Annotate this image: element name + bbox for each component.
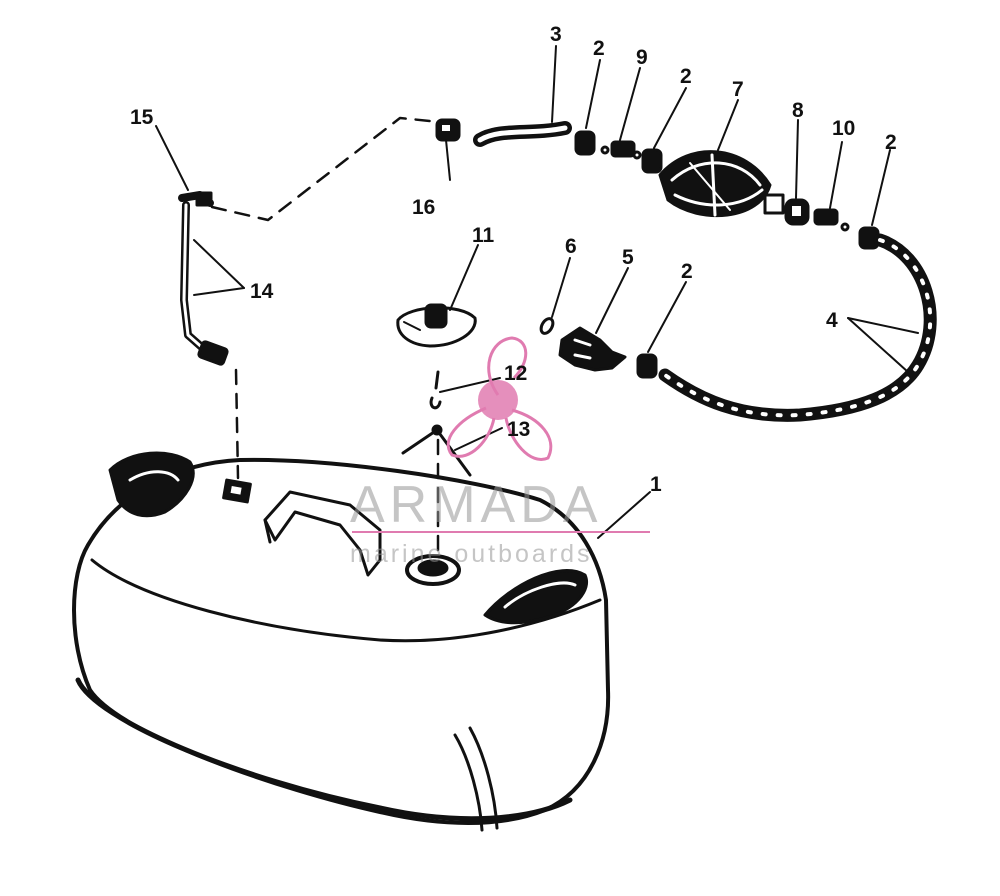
callout-2-a: 2 [593,37,605,60]
callout-11: 11 [472,224,495,247]
callout-14: 14 [250,280,274,303]
callout-7: 7 [732,78,744,101]
hose-3 [473,121,572,147]
callout-2-d: 2 [681,260,693,283]
leader-lines [155,45,919,539]
callout-16: 16 [412,196,435,219]
callout-10: 10 [832,117,855,140]
o-ring [539,317,555,335]
fitting-16 [435,118,461,142]
pickup-tube [178,191,229,366]
callout-6: 6 [565,235,577,258]
callout-4: 4 [826,309,838,332]
fuel-tank [72,451,611,832]
connector-9 [600,140,642,160]
callouts: 3 2 9 2 7 8 10 2 4 11 6 5 2 15 14 16 12 … [130,23,897,496]
clip-12 [429,370,442,410]
callout-12: 12 [504,362,527,385]
clamps-top [574,130,880,250]
propeller-logo-icon [446,336,553,461]
watermark-brand: ARMADA [350,476,602,534]
primer-bulb [658,150,785,218]
pin-13 [401,424,472,477]
connector-5 [558,326,627,372]
clamp-lower [636,353,658,379]
callout-9: 9 [636,46,648,69]
assembly-lines [210,116,442,562]
callout-3: 3 [550,23,562,46]
filler-cap [396,303,477,348]
check-valve-8 [784,198,810,226]
callout-5: 5 [622,246,634,269]
callout-2-b: 2 [680,65,692,88]
watermark: ARMADA marine outboards [350,336,650,568]
callout-1: 1 [650,473,662,496]
callout-13: 13 [507,418,530,441]
callout-15: 15 [130,106,154,129]
hose-4 [658,233,937,422]
callout-2-c: 2 [885,131,897,154]
callout-8: 8 [792,99,804,122]
connector-10 [813,208,850,232]
watermark-tagline: marine outboards [350,540,593,568]
